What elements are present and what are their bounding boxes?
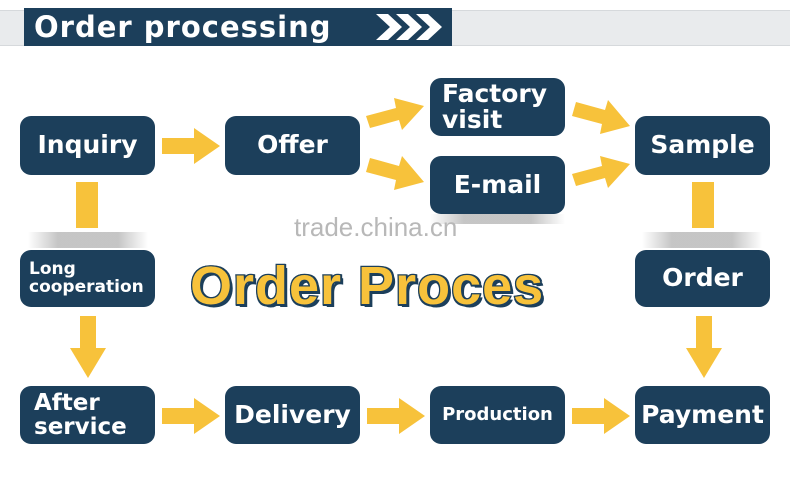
node-after-service: After service	[20, 386, 155, 444]
arrow-production-to-payment	[572, 398, 630, 434]
arrow-long-cooperation-to-after-service	[70, 316, 106, 378]
arrow-offer-to-factory-visit	[366, 98, 424, 130]
arrow-email-to-sample	[572, 156, 630, 188]
arrow-sample-to-order	[692, 182, 714, 228]
node-sample: Sample	[635, 116, 770, 175]
blur-bar-center	[430, 214, 565, 224]
arrow-inquiry-to-offer	[162, 128, 220, 164]
arrow-inquiry-to-long-cooperation	[76, 182, 98, 228]
node-payment: Payment	[635, 386, 770, 444]
blur-bar-right	[642, 232, 762, 248]
arrow-delivery-to-production	[367, 398, 425, 434]
node-inquiry: Inquiry	[20, 116, 155, 175]
watermark: trade.china.cn	[294, 212, 458, 242]
node-production: Production	[430, 386, 565, 444]
node-offer: Offer	[225, 116, 360, 175]
node-delivery: Delivery	[225, 386, 360, 444]
arrow-factory-visit-to-sample	[572, 100, 630, 134]
diagram-title: Order Proces	[189, 255, 545, 318]
arrow-order-to-payment	[686, 316, 722, 378]
triple-chevron-icon	[376, 14, 442, 40]
node-factory-visit: Factory visit	[430, 78, 565, 136]
header-bar: Order processing	[24, 8, 452, 46]
node-long-cooperation: Long cooperation	[20, 250, 155, 307]
node-order: Order	[635, 250, 770, 307]
arrow-offer-to-email	[366, 156, 424, 190]
node-email: E-mail	[430, 156, 565, 214]
page-title: Order processing	[34, 10, 332, 44]
blur-bar-left	[28, 232, 148, 248]
arrow-after-service-to-delivery	[162, 398, 220, 434]
